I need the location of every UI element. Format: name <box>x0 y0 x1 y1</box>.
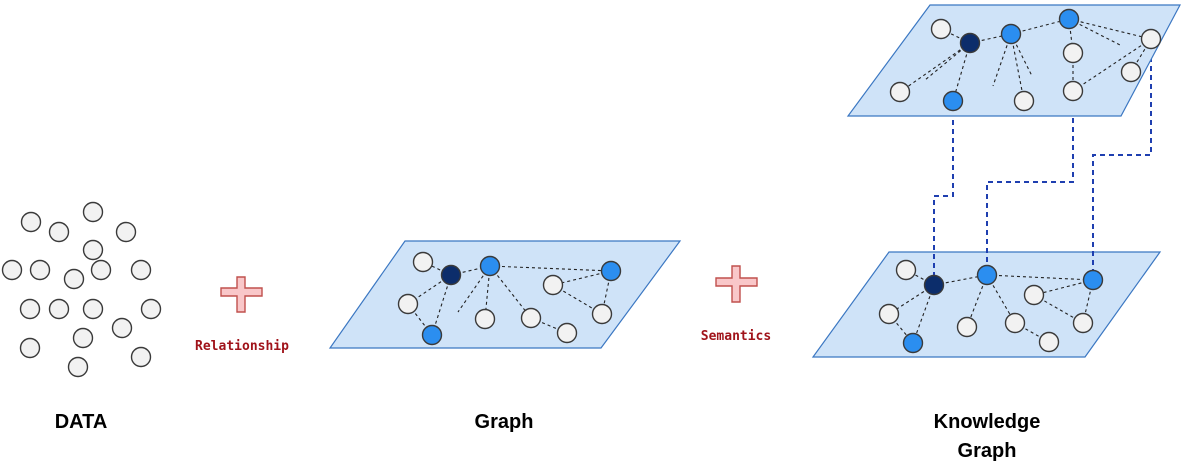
data-title: DATA <box>55 411 108 433</box>
graph-node-highlight <box>421 324 443 346</box>
data-point <box>140 298 162 320</box>
kg-node <box>1004 312 1026 334</box>
data-point <box>67 356 89 378</box>
kg-node-highlight <box>902 332 924 354</box>
data-scatter <box>1 201 162 378</box>
data-point <box>48 298 70 320</box>
graph-node <box>591 303 613 325</box>
graph-node <box>542 274 564 296</box>
data-point <box>82 201 104 223</box>
kg-node <box>930 18 952 40</box>
graph-hub-node <box>440 264 462 286</box>
graph-plane <box>328 240 682 349</box>
kg-node <box>1013 90 1035 112</box>
kg-node <box>889 81 911 103</box>
kg-node <box>1062 42 1084 64</box>
kg-interlayer-links <box>933 48 1152 285</box>
relationship-label: Relationship <box>195 339 289 354</box>
graph-nodes <box>397 251 622 346</box>
data-point <box>82 239 104 261</box>
data-point <box>82 298 104 320</box>
plus-icon <box>220 276 263 313</box>
kg-node <box>956 316 978 338</box>
kg-node <box>1140 28 1162 50</box>
semantics-label: Semantics <box>701 329 771 344</box>
data-point <box>111 317 133 339</box>
graph-node <box>412 251 434 273</box>
knowledge-graph-panel <box>811 4 1181 358</box>
data-point <box>29 259 51 281</box>
data-point <box>20 211 42 233</box>
graph-title: Graph <box>475 411 534 433</box>
graph-node-highlight <box>600 260 622 282</box>
kg-hub-node <box>923 274 945 296</box>
graph-panel <box>328 240 682 349</box>
data-point <box>72 327 94 349</box>
kg-node <box>1023 284 1045 306</box>
data-point <box>115 221 137 243</box>
kg-node <box>1072 312 1094 334</box>
graph-node-highlight <box>479 255 501 277</box>
graph-node <box>474 308 496 330</box>
kg-node-highlight <box>1058 8 1080 30</box>
kg-top-nodes <box>889 8 1162 112</box>
relationship-operator: Relationship <box>195 276 289 354</box>
kg-node-highlight <box>942 90 964 112</box>
graph-node <box>520 307 542 329</box>
data-point <box>19 337 41 359</box>
kg-node <box>895 259 917 281</box>
semantics-operator: Semantics <box>701 265 771 344</box>
data-point <box>1 259 23 281</box>
kg-node-highlight <box>1000 23 1022 45</box>
graph-node <box>397 293 419 315</box>
kg-bottom-nodes <box>878 259 1104 354</box>
kg-node <box>878 303 900 325</box>
plus-icon <box>715 265 758 303</box>
data-point <box>130 346 152 368</box>
data-point <box>130 259 152 281</box>
kg-node <box>1038 331 1060 353</box>
kg-node <box>1120 61 1142 83</box>
kg-node-highlight <box>976 264 998 286</box>
knowledge-graph-title-line1: Knowledge <box>934 411 1041 433</box>
kg-bottom-plane <box>811 251 1162 358</box>
kg-node-highlight <box>1082 269 1104 291</box>
knowledge-graph-title-line2: Graph <box>958 440 1017 462</box>
kg-node <box>1062 80 1084 102</box>
data-point <box>48 221 70 243</box>
graph-node <box>556 322 578 344</box>
data-point <box>90 259 112 281</box>
kg-hub-node <box>959 32 981 54</box>
data-point <box>63 268 85 290</box>
data-point <box>19 298 41 320</box>
